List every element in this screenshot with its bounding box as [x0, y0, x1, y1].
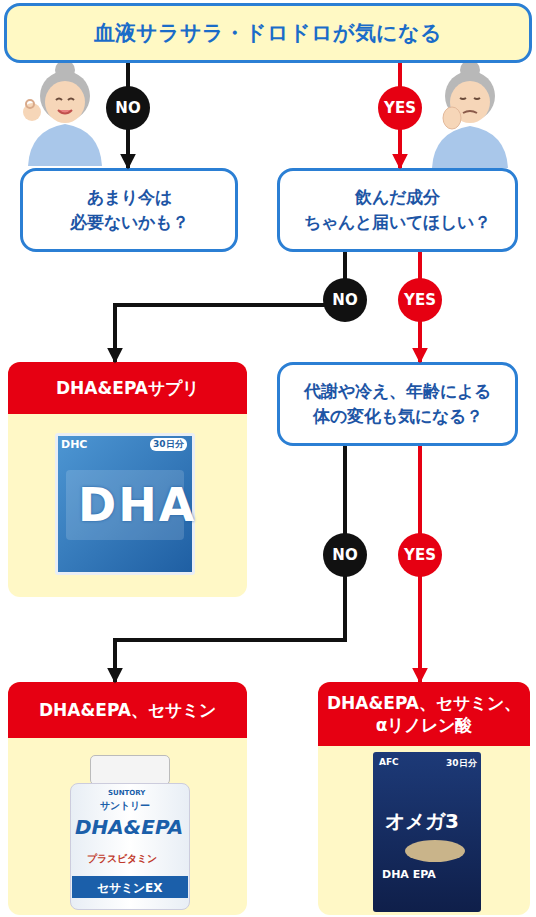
node-text: あまり今は 必要ないかも？ [31, 185, 227, 234]
question-box: 代謝や冷え、年齢による 体の変化も気になる？ [277, 362, 518, 446]
node-text: 代謝や冷え、年齢による 体の変化も気になる？ [288, 379, 507, 428]
cheek-hand [443, 107, 461, 129]
card-header: DHA&EPA、セサミン [8, 682, 247, 738]
bottle-cap [90, 755, 170, 785]
card-header: DHA&EPA、セサミン、 αリノレン酸 [318, 682, 530, 746]
answer-text: NO [332, 291, 357, 309]
card-header: DHA&EPAサプリ [8, 362, 247, 414]
node-text: DHA&EPAサプリ [56, 377, 199, 399]
product-text: オメガ3 [385, 808, 459, 835]
question-box: 飲んだ成分 ちゃんと届いてほしい？ [277, 168, 518, 252]
grandma-eyes [460, 98, 480, 99]
answer-badge: YES [398, 533, 442, 577]
node-text: 飲んだ成分 ちゃんと届いてほしい？ [288, 185, 507, 234]
answer-text: YES [404, 291, 436, 309]
answer-badge: NO [323, 278, 367, 322]
grandma-eyes [56, 99, 74, 101]
answer-text: YES [384, 99, 416, 117]
grandma-mouth [463, 111, 477, 113]
product-text: セサミンEX [97, 880, 162, 897]
answer-text: YES [404, 546, 436, 564]
node-text: DHA&EPA、セサミン、 αリノレン酸 [324, 692, 524, 736]
grandma-body [28, 124, 102, 166]
grandma-face [45, 81, 85, 123]
start-box: 血液サラサラ・ドロドロが気になる [4, 3, 532, 63]
product-text: サントリー [100, 799, 150, 813]
product-text: プラスビタミン [87, 852, 157, 866]
grandma-worried-illustration [432, 60, 508, 168]
answer-badge: YES [378, 86, 422, 130]
grandma-body [432, 126, 508, 168]
product-text: AFC [379, 757, 399, 767]
product-text: DHA [78, 478, 196, 532]
answer-badge: NO [323, 533, 367, 577]
node-text: 血液サラサラ・ドロドロが気になる [94, 19, 442, 47]
flow-connector [115, 252, 345, 362]
answer-text: NO [332, 546, 357, 564]
grandma-mouth [58, 110, 72, 114]
grandma-ok-illustration [23, 60, 102, 166]
product-text: 30日分 [446, 757, 477, 770]
sesame-graphic [405, 840, 465, 862]
product-text: DHC [61, 438, 87, 451]
question-box: あまり今は 必要ないかも？ [20, 168, 238, 252]
product-text: SUNTORY [108, 789, 145, 797]
product-text: DHA EPA [382, 868, 436, 881]
product-text: DHA&EPA [75, 815, 183, 839]
answer-text: NO [115, 99, 140, 117]
node-text: DHA&EPA、セサミン [39, 699, 216, 721]
ok-sign [26, 100, 34, 108]
answer-badge: YES [398, 278, 442, 322]
product-text: 30日分 [150, 438, 187, 451]
answer-badge: NO [106, 86, 150, 130]
